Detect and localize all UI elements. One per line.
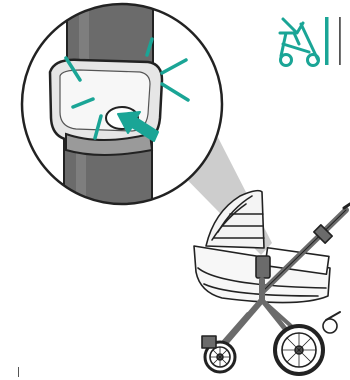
frame-joint bbox=[256, 256, 270, 278]
stroller-drawing bbox=[194, 191, 350, 374]
stroller-icon bbox=[280, 19, 319, 66]
divider-bar bbox=[325, 17, 329, 65]
page-marker bbox=[18, 367, 19, 377]
divider-bar-secondary bbox=[339, 17, 341, 65]
